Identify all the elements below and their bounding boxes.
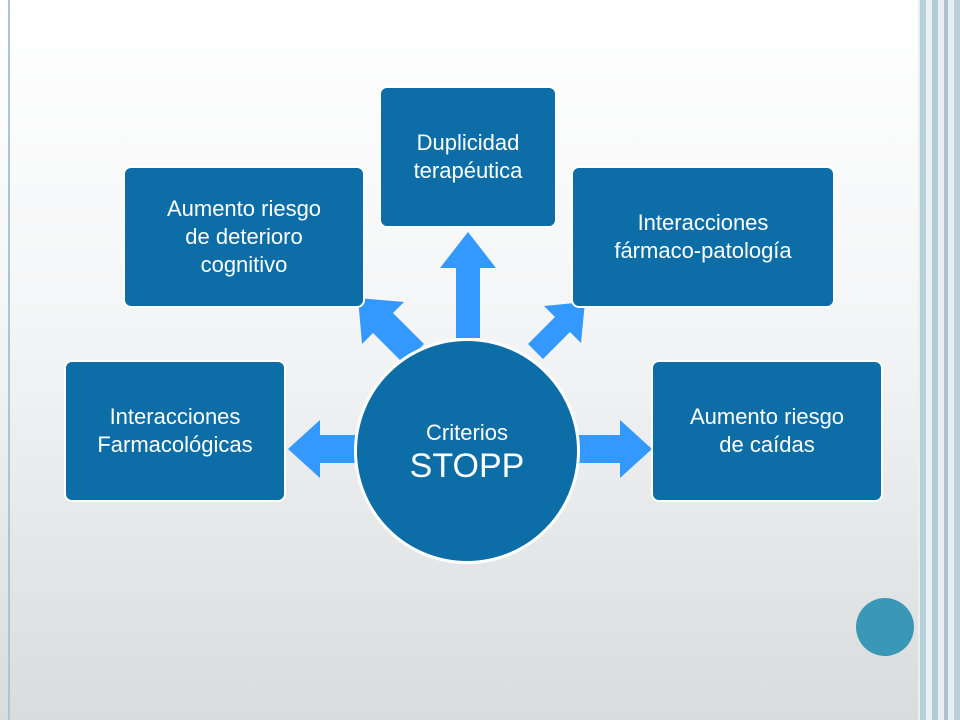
arrow-left <box>288 420 356 478</box>
arrow-right <box>578 420 652 478</box>
arrow-up-left <box>358 298 424 364</box>
decorative-circle <box>856 598 914 656</box>
node-interacciones-farmacologicas: Interacciones Farmacológicas <box>64 360 286 502</box>
node-interacciones-farmaco-patologia: Interacciones fármaco-patología <box>571 166 835 308</box>
node-riesgo-caidas: Aumento riesgo de caídas <box>651 360 883 502</box>
arrow-up <box>440 232 496 338</box>
center-label-stopp: STOPP <box>409 447 525 485</box>
center-circle-criterios-stopp: Criterios STOPP <box>354 338 580 564</box>
arrow-up-right <box>528 302 585 359</box>
node-deterioro-cognitivo: Aumento riesgo de deterioro cognitivo <box>123 166 365 308</box>
slide-left-border <box>8 0 10 720</box>
slide-right-border-stripes <box>918 0 960 720</box>
center-label-criterios: Criterios <box>426 420 508 445</box>
node-duplicidad-terapeutica: Duplicidad terapéutica <box>379 86 557 228</box>
